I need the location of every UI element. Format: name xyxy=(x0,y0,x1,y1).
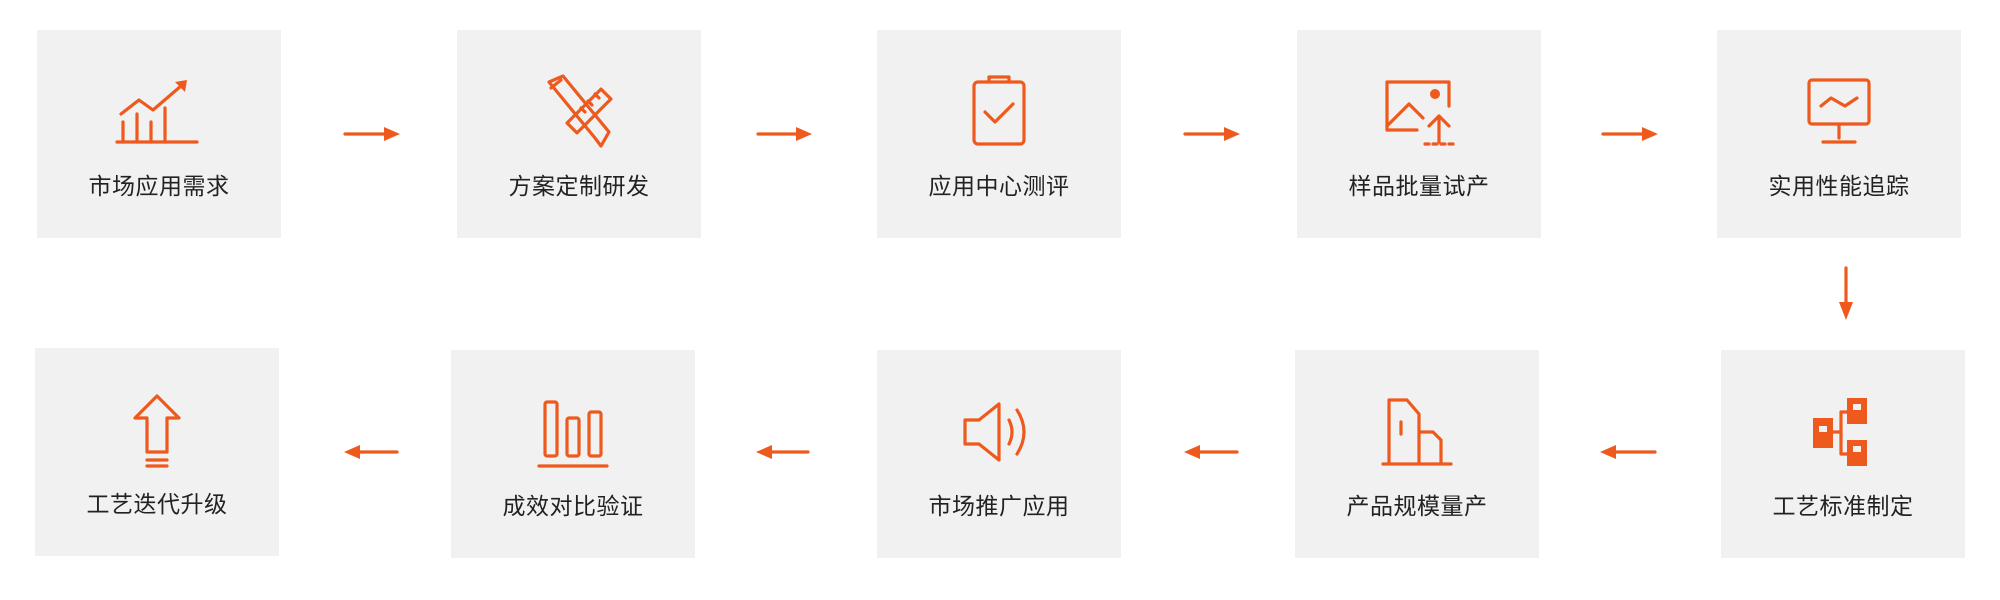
arrow-left-icon xyxy=(1600,445,1657,459)
step-label: 市场推广应用 xyxy=(928,494,1070,520)
step-label: 成效对比验证 xyxy=(502,494,644,520)
arrow-left-icon xyxy=(756,445,810,459)
arrow-right-icon xyxy=(1601,127,1658,141)
step-process-standard: 工艺标准制定 xyxy=(1721,350,1965,558)
step-application-evaluation: 应用中心测评 xyxy=(877,30,1121,238)
step-label: 实用性能追踪 xyxy=(1768,174,1910,200)
bar-chart-icon xyxy=(523,392,623,472)
step-label: 样品批量试产 xyxy=(1348,174,1490,200)
step-solution-rd: 方案定制研发 xyxy=(457,30,701,238)
step-market-demand: 市场应用需求 xyxy=(37,30,281,238)
flow-nodes-icon xyxy=(1793,392,1893,472)
step-market-promotion: 市场推广应用 xyxy=(877,350,1121,558)
step-sample-trial: 样品批量试产 xyxy=(1297,30,1541,238)
factory-building-icon xyxy=(1367,392,1467,472)
step-label: 工艺标准制定 xyxy=(1772,494,1914,520)
arrow-right-icon xyxy=(756,127,812,141)
step-label: 应用中心测评 xyxy=(928,174,1070,200)
arrow-left-icon xyxy=(1184,445,1239,459)
step-process-upgrade: 工艺迭代升级 xyxy=(35,348,279,556)
arrow-up-outline-icon xyxy=(107,390,207,470)
arrow-right-icon xyxy=(1183,127,1240,141)
step-label: 工艺迭代升级 xyxy=(86,492,228,518)
step-mass-production: 产品规模量产 xyxy=(1295,350,1539,558)
step-label: 方案定制研发 xyxy=(508,174,650,200)
arrow-right-icon xyxy=(343,127,400,141)
speaker-icon xyxy=(949,392,1049,472)
monitor-wave-icon xyxy=(1789,72,1889,152)
image-upload-icon xyxy=(1369,72,1469,152)
clipboard-check-icon xyxy=(949,72,1049,152)
arrow-down-icon xyxy=(1839,266,1853,320)
step-performance-tracking: 实用性能追踪 xyxy=(1717,30,1961,238)
step-label: 市场应用需求 xyxy=(88,174,230,200)
pencil-ruler-icon xyxy=(529,72,629,152)
growth-chart-icon xyxy=(109,72,209,152)
step-effect-comparison: 成效对比验证 xyxy=(451,350,695,558)
arrow-left-icon xyxy=(344,445,399,459)
step-label: 产品规模量产 xyxy=(1346,494,1488,520)
